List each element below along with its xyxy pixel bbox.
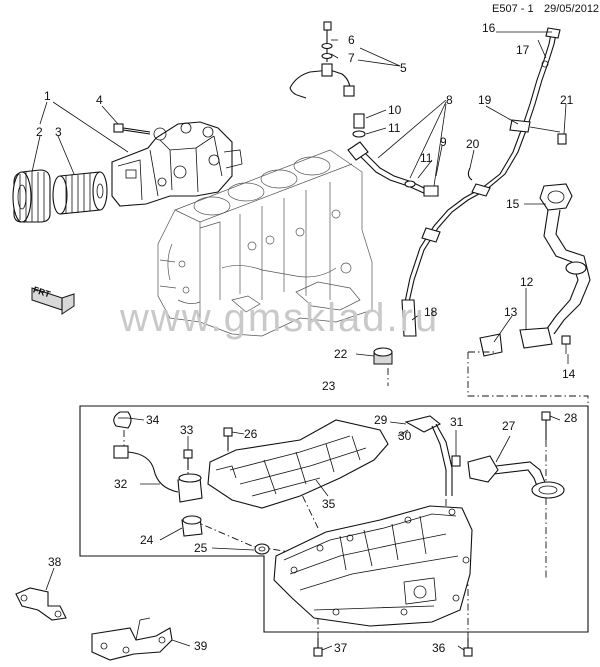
callout-35: 35 — [322, 497, 336, 511]
callout-25: 25 — [194, 541, 208, 555]
callout-11-lower: 11 — [420, 151, 433, 165]
drain-plug-24 — [181, 515, 203, 537]
callout-4: 4 — [96, 93, 103, 107]
callout-31: 31 — [450, 415, 464, 429]
bolt-33 — [183, 449, 193, 470]
callout-27: 27 — [502, 419, 516, 433]
callout-8: 8 — [446, 93, 453, 107]
callout-33: 33 — [180, 423, 194, 437]
oil-pan-group-box — [79, 405, 589, 633]
callout-37: 37 — [334, 641, 348, 655]
sheet-code: E507 - 1 — [492, 3, 534, 15]
callout-7: 7 — [348, 51, 355, 65]
callout-38: 38 — [48, 555, 62, 569]
callout-30: 30 — [398, 429, 412, 443]
callout-2: 2 — [36, 125, 43, 139]
oil-filter-cap — [12, 169, 51, 223]
oil-pan — [273, 505, 473, 627]
oil-baffle-plate — [207, 419, 389, 509]
bracket-38 — [15, 587, 67, 621]
callout-20: 20 — [466, 137, 480, 151]
callout-29: 29 — [374, 413, 388, 427]
callout-18: 18 — [424, 305, 438, 319]
callout-19: 19 — [478, 93, 492, 107]
dipstick-and-tube — [401, 27, 567, 337]
watermark: www.gmsklad.ru — [120, 296, 440, 340]
turbo-oil-return-pipe — [347, 113, 439, 197]
oil-filter-element — [52, 171, 108, 215]
oil-filter-housing — [111, 121, 243, 207]
bolt-4 — [113, 123, 151, 135]
callout-36: 36 — [432, 641, 446, 655]
front-direction-arrow — [31, 287, 75, 315]
callout-22: 22 — [334, 347, 348, 361]
plug-22 — [373, 347, 393, 365]
callout-3: 3 — [55, 125, 62, 139]
callout-23: 23 — [322, 379, 336, 393]
callout-14: 14 — [562, 367, 576, 381]
oil-level-sensor-harness — [113, 445, 203, 503]
engine-block — [157, 149, 373, 337]
callout-32: 32 — [114, 477, 128, 491]
bracket-39 — [91, 617, 173, 661]
callout-28: 28 — [564, 411, 578, 425]
callout-39: 39 — [194, 639, 208, 653]
oil-return-hose-assembly — [479, 183, 591, 357]
callout-9: 9 — [440, 135, 447, 149]
sheet-date: 29/05/2012 — [544, 3, 600, 15]
callout-11-upper: 11 — [388, 121, 401, 135]
callout-1: 1 — [44, 89, 51, 103]
bolt-37 — [313, 638, 323, 657]
clip-34 — [113, 411, 132, 429]
callout-6: 6 — [348, 33, 355, 47]
dipstick-guide-tube — [404, 415, 461, 496]
turbo-oil-feed-pipe — [289, 21, 355, 99]
callout-16: 16 — [482, 21, 496, 35]
seal-ring-25 — [254, 543, 270, 555]
callout-10: 10 — [388, 103, 402, 117]
callout-12: 12 — [520, 275, 534, 289]
bolt-26 — [223, 427, 233, 450]
callout-5: 5 — [400, 61, 407, 75]
callout-17: 17 — [516, 43, 530, 57]
callout-24: 24 — [140, 533, 154, 547]
callout-13: 13 — [504, 305, 518, 319]
callout-15: 15 — [506, 197, 520, 211]
callout-21: 21 — [560, 93, 574, 107]
oil-pump-pickup — [467, 411, 565, 499]
callout-34: 34 — [146, 413, 160, 427]
callout-leader-lines — [31, 31, 569, 651]
callout-26: 26 — [244, 427, 258, 441]
bolt-36 — [463, 638, 473, 657]
